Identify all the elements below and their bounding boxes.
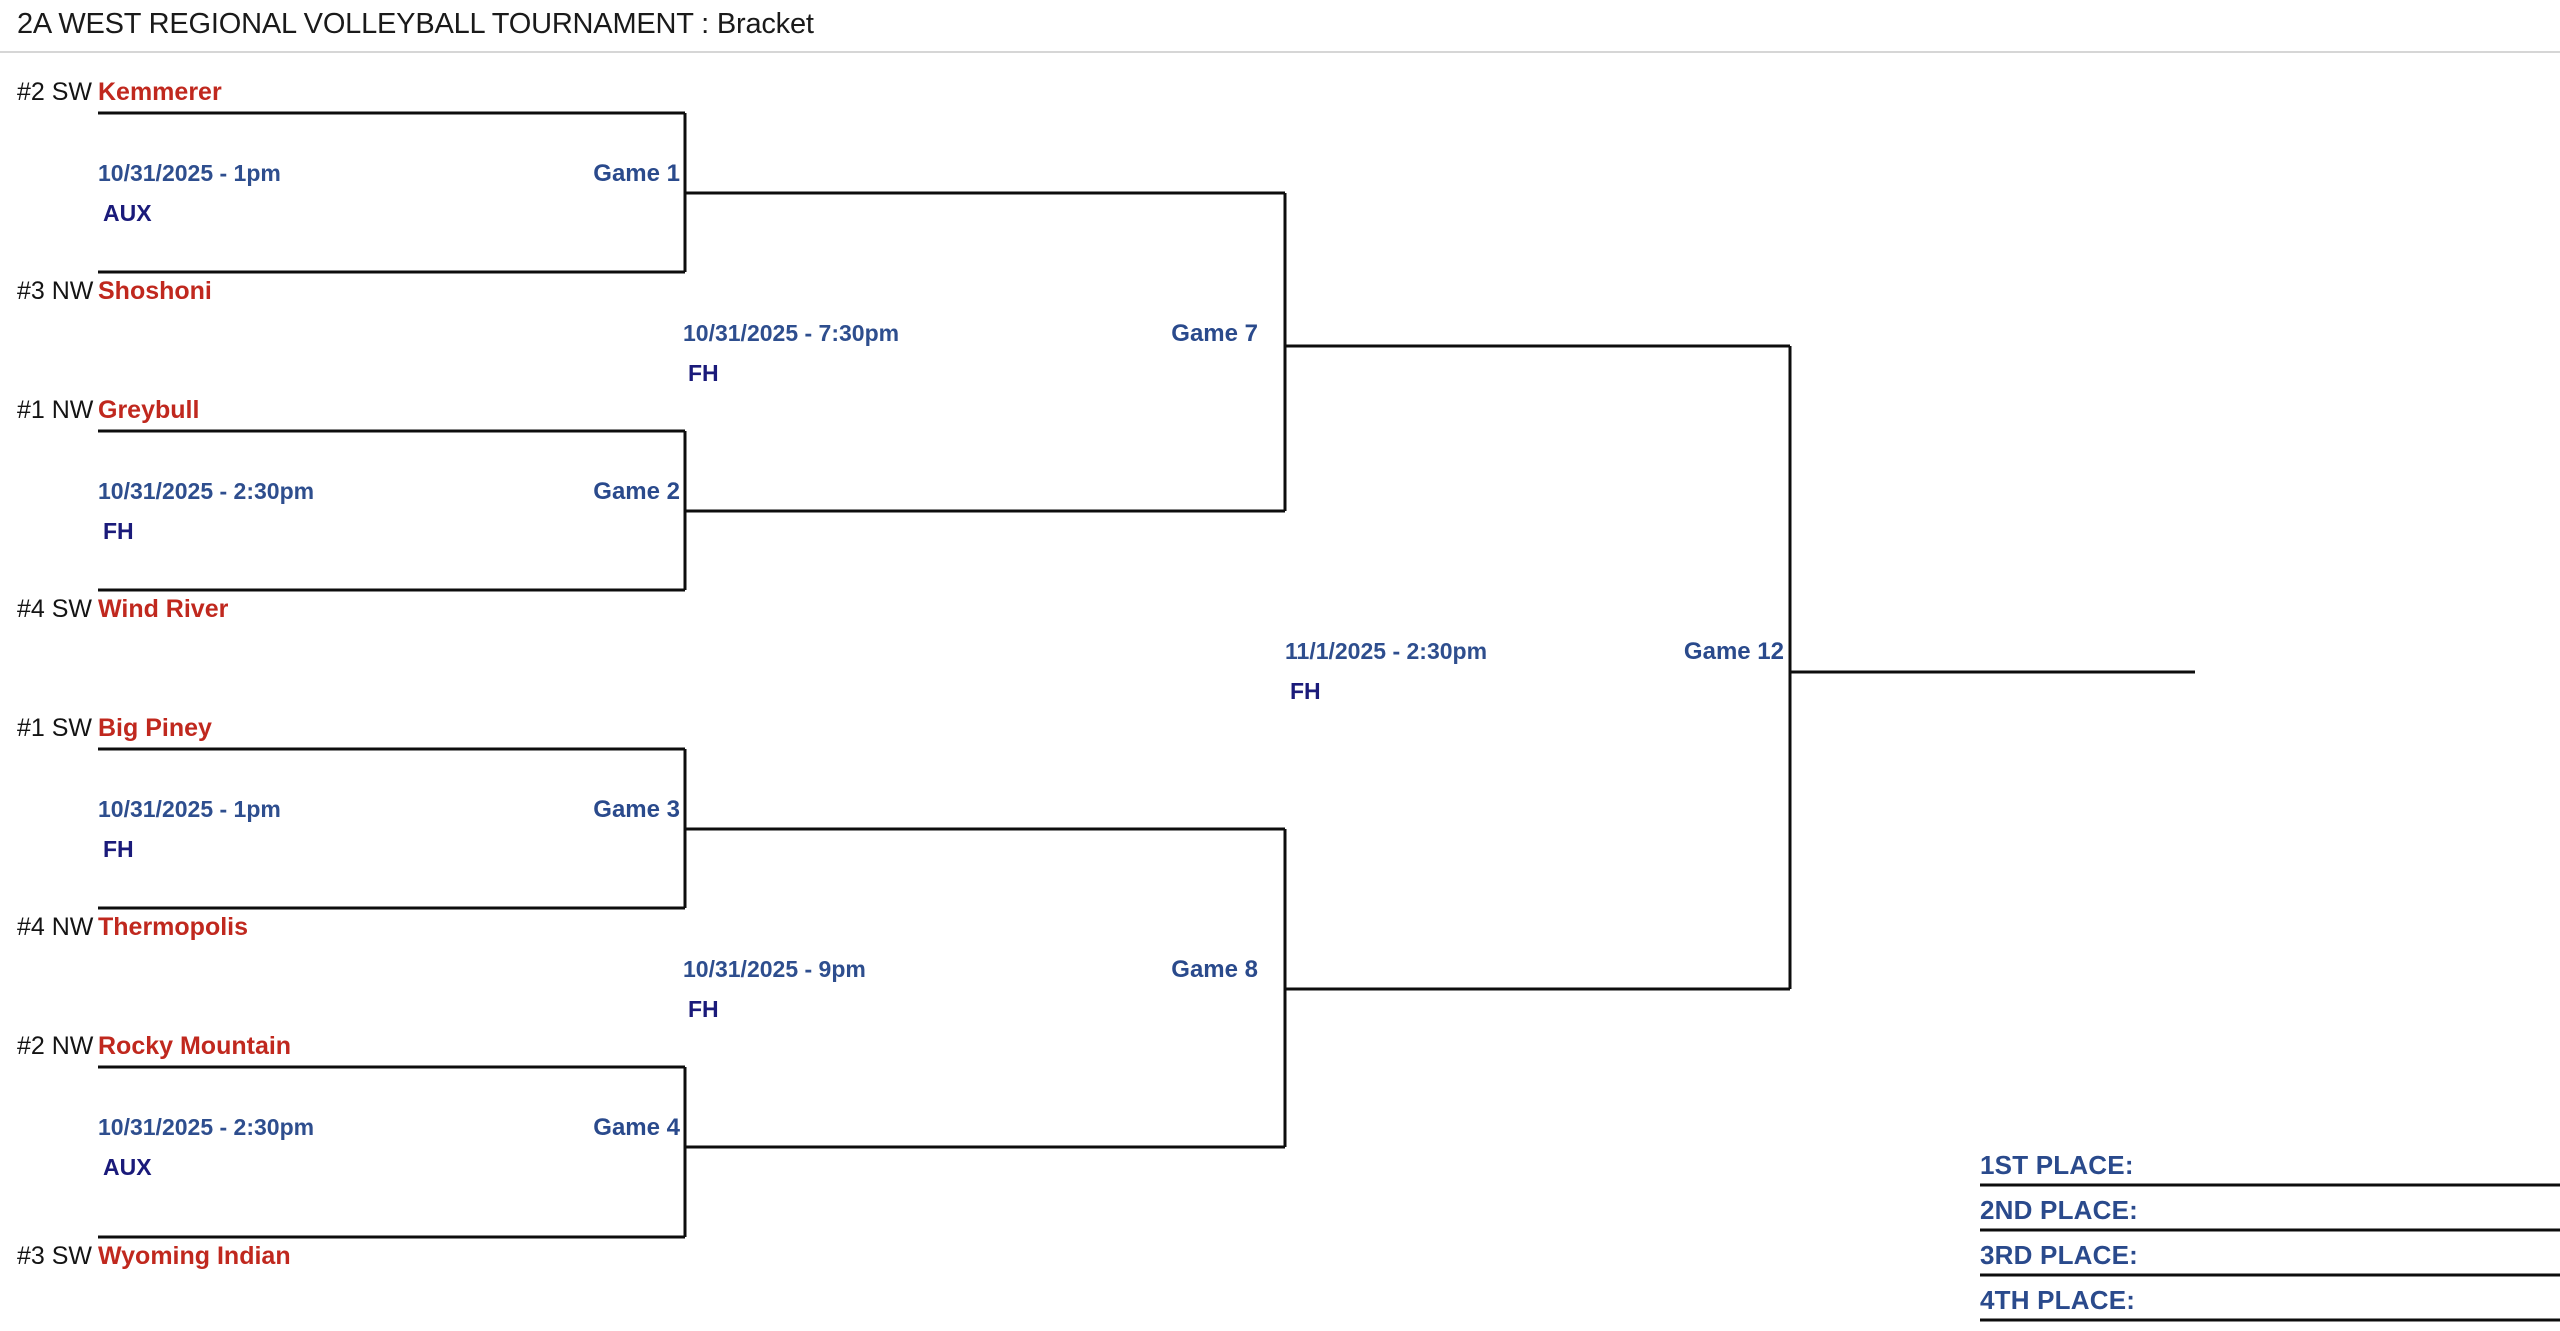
place-label-3: 3RD PLACE:: [1980, 1240, 2139, 1270]
team-seed-6: #4 NW: [17, 913, 94, 941]
team-name-2: Shoshoni: [98, 277, 212, 305]
team-name-3: Greybull: [98, 396, 200, 424]
team-seed-4: #4 SW: [17, 595, 93, 623]
game-7-date: 10/31/2025 - 7:30pm: [683, 320, 900, 346]
team-name-1: Kemmerer: [98, 78, 222, 106]
header-divider: [0, 51, 2560, 53]
game-8-date: 10/31/2025 - 9pm: [683, 956, 866, 982]
game-7-label: Game 7: [1171, 320, 1258, 347]
game-2-date: 10/31/2025 - 2:30pm: [98, 478, 315, 504]
place-label-4: 4TH PLACE:: [1980, 1285, 2136, 1315]
page-title: 2A WEST REGIONAL VOLLEYBALL TOURNAMENT :…: [17, 8, 814, 40]
game-1-venue: AUX: [103, 200, 152, 226]
team-seed-7: #2 NW: [17, 1032, 94, 1060]
game-12-date: 11/1/2025 - 2:30pm: [1285, 638, 1488, 664]
team-name-7: Rocky Mountain: [98, 1032, 292, 1060]
game-4-label: Game 4: [593, 1114, 680, 1141]
team-seed-1: #2 SW: [17, 78, 93, 106]
team-name-6: Thermopolis: [98, 913, 249, 941]
team-seed-3: #1 NW: [17, 396, 94, 424]
game-2-label: Game 2: [593, 478, 680, 505]
game-3-venue: FH: [103, 836, 134, 862]
game-12-label: Game 12: [1683, 638, 1784, 665]
team-name-4: Wind River: [98, 595, 229, 623]
game-4-date: 10/31/2025 - 2:30pm: [98, 1114, 315, 1140]
game-8-venue: FH: [688, 996, 719, 1022]
game-12-venue: FH: [1290, 678, 1321, 704]
page-header: 2A WEST REGIONAL VOLLEYBALL TOURNAMENT :…: [0, 0, 2560, 53]
place-label-1: 1ST PLACE:: [1980, 1150, 2134, 1180]
place-label-2: 2ND PLACE:: [1980, 1195, 2139, 1225]
game-3-date: 10/31/2025 - 1pm: [98, 796, 281, 822]
team-seed-5: #1 SW: [17, 714, 93, 742]
bracket-connector-lines: [98, 111, 2560, 1322]
game-2-venue: FH: [103, 518, 134, 544]
team-seed-8: #3 SW: [17, 1242, 93, 1270]
team-name-8: Wyoming Indian: [98, 1242, 291, 1270]
game-1-label: Game 1: [593, 160, 680, 187]
game-8-label: Game 8: [1171, 956, 1258, 983]
game-4-venue: AUX: [103, 1154, 152, 1180]
team-name-5: Big Piney: [98, 714, 212, 742]
game-3-label: Game 3: [593, 796, 680, 823]
team-seed-2: #3 NW: [17, 277, 94, 305]
game-7-venue: FH: [688, 360, 719, 386]
game-1-date: 10/31/2025 - 1pm: [98, 160, 281, 186]
